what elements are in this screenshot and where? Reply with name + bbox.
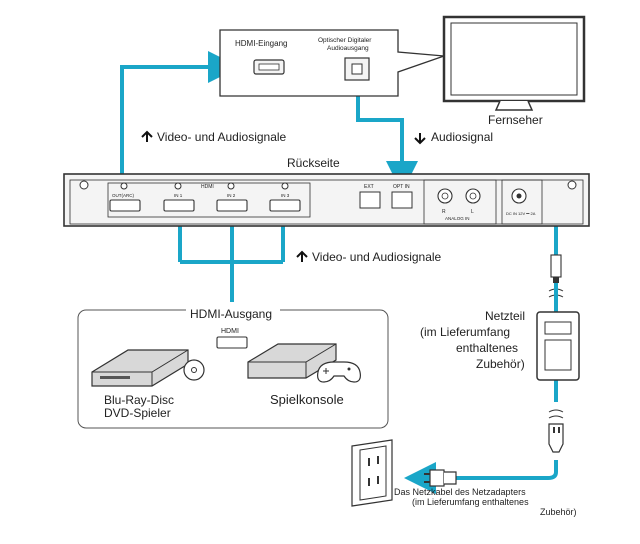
cable-hdmi-arc (120, 51, 240, 183)
dc-plug-icon (550, 254, 562, 283)
svg-text:R: R (442, 209, 446, 215)
svg-text:Video- und Audiosignale: Video- und Audiosignale (312, 250, 442, 264)
svg-text:OUT(ARC): OUT(ARC) (112, 193, 134, 198)
tv-optical-label-1: Optischer Digitaler (318, 37, 372, 44)
console-label: Spielkonsole (270, 392, 344, 407)
hdmi-group-label: HDMI (201, 184, 214, 190)
svg-text:OPT IN: OPT IN (393, 184, 410, 190)
tv-optical-label-2: Audioausgang (327, 45, 369, 52)
rear-label: Rückseite (287, 156, 340, 170)
tv: Fernseher (442, 15, 586, 127)
game-console-icon (247, 343, 361, 383)
port-in1: IN 1 (163, 182, 195, 212)
adapter-label-3: enthaltenes (456, 341, 518, 355)
svg-text:Video- und Audiosignale: Video- und Audiosignale (157, 130, 287, 144)
hdmi-section-frame (107, 182, 311, 218)
tv-stand (494, 100, 534, 111)
svg-text:IN 2: IN 2 (227, 193, 236, 198)
signal-label-av-bottom: Video- und Audiosignale (296, 250, 442, 264)
signal-label-av-top: Video- und Audiosignale (141, 130, 287, 144)
switch-rear-panel: OUT(ARC) HDMI IN 1 IN 2 IN 3 EXT OPT IN (63, 173, 590, 227)
sources-group: HDMI-Ausgang HDMI Blu-Ray-Disc DVD-Spiel… (77, 302, 389, 429)
sources-hdmi-label: HDMI (221, 328, 239, 335)
dc-in-port: DC IN 12V ⎓ 2A (501, 179, 543, 225)
bluray-label-2: DVD-Spieler (104, 406, 171, 420)
tv-callout: HDMI-Eingang Optischer Digitaler Audioau… (219, 29, 445, 97)
cable-break-bottom (548, 409, 564, 419)
signal-label-audio: Audiosignal (414, 130, 493, 145)
mains-plug-icon (424, 469, 457, 487)
svg-text:EXT: EXT (364, 184, 374, 190)
appliance-plug-icon (548, 423, 564, 453)
tv-hdmi-in-label: HDMI-Eingang (235, 39, 287, 48)
port-in2: IN 2 (216, 182, 248, 212)
adapter-label-1: Netzteil (485, 309, 525, 323)
sources-group-label: HDMI-Ausgang (190, 307, 272, 321)
wall-outlet-icon (351, 439, 393, 507)
sources-hdmi-port (216, 336, 248, 349)
tv-optical-port (344, 57, 370, 81)
svg-text:ANALOG IN: ANALOG IN (445, 216, 470, 221)
screw-left (79, 180, 89, 190)
port-opt-in: OPT IN (391, 184, 413, 209)
adapter-label-4: Zubehör) (476, 357, 525, 371)
analog-in-section: R L ANALOG IN (423, 179, 497, 225)
svg-text:IN 1: IN 1 (174, 193, 183, 198)
svg-text:IN 3: IN 3 (281, 193, 290, 198)
cable-label-3: Zubehör) (540, 507, 577, 517)
cable-optical (356, 88, 418, 193)
mains-cable: Das Netzkabel des Netzadapters (im Liefe… (351, 409, 577, 517)
bluray-label-1: Blu-Ray-Disc (104, 393, 174, 407)
screw-right (567, 180, 577, 190)
cable-mains (404, 460, 558, 494)
port-ext: EXT (359, 184, 381, 209)
bluray-player-icon (91, 349, 205, 387)
cable-label-1: Das Netzkabel des Netzadapters (394, 487, 526, 497)
cable-label-2: (im Lieferumfang enthaltenes (412, 497, 529, 507)
tv-label: Fernseher (488, 113, 543, 127)
svg-text:L: L (471, 209, 474, 215)
svg-text:Audiosignal: Audiosignal (431, 130, 493, 144)
svg-text:DC IN 12V ⎓ 2A: DC IN 12V ⎓ 2A (506, 211, 536, 216)
tv-hdmi-port (253, 59, 285, 75)
port-out-arc: OUT(ARC) (109, 182, 141, 212)
power-adapter: Netzteil (im Lieferumfang enthaltenes Zu… (420, 254, 580, 381)
adapter-label-2: (im Lieferumfang (420, 325, 510, 339)
port-in3: IN 3 (269, 182, 301, 212)
